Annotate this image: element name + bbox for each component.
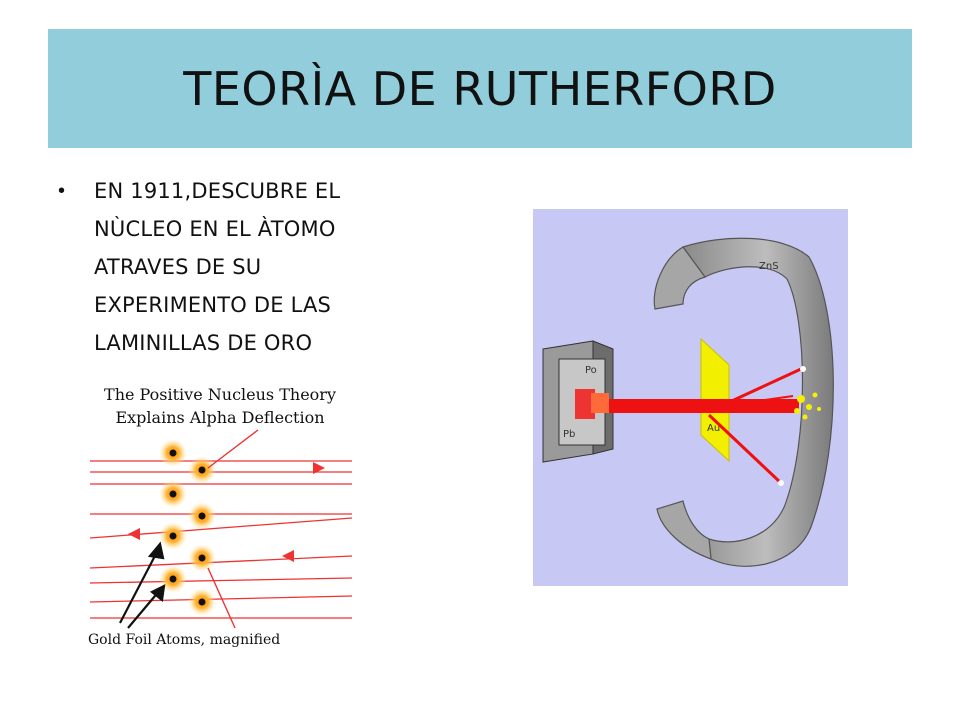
- slide-title: TEORÌA DE RUTHERFORD: [183, 61, 777, 116]
- scintillation-flashes: [778, 366, 821, 486]
- bullet-icon: •: [58, 180, 66, 202]
- deflected-ray-down: [707, 413, 783, 485]
- lead-block: [542, 340, 614, 463]
- alpha-beam: [609, 399, 799, 413]
- gold-nuclei: [159, 439, 216, 616]
- block-label: Pb: [563, 429, 575, 440]
- bullet-item: • EN 1911,DESCUBRE EL NÙCLEO EN EL ÀTOMO…: [58, 172, 418, 362]
- figure-footer: Gold Foil Atoms, magnified: [88, 632, 280, 648]
- deflected-ray-up: [722, 367, 802, 407]
- foil-label: Au: [707, 423, 720, 434]
- atom-pointer-arrows: [119, 541, 166, 629]
- deflected-ray-back: [728, 395, 794, 406]
- screen-label: ZnS: [759, 261, 779, 272]
- figure-caption-line1: The Positive Nucleus Theory: [104, 385, 336, 404]
- arrow-left-lower: [282, 550, 294, 562]
- source-label: Po: [585, 365, 597, 376]
- alpha-paths: [89, 460, 353, 619]
- arrow-right-middle: [313, 462, 325, 474]
- figure-caption-line2: Explains Alpha Deflection: [115, 408, 324, 427]
- gold-foil-apparatus-figure: ZnS Po Pb Au: [533, 209, 848, 586]
- arrow-left-upper: [128, 528, 140, 540]
- title-band: TEORÌA DE RUTHERFORD: [48, 29, 912, 148]
- bullet-text: EN 1911,DESCUBRE EL NÙCLEO EN EL ÀTOMO A…: [94, 179, 341, 355]
- alpha-deflection-figure: The Positive Nucleus Theory Explains Alp…: [88, 385, 353, 648]
